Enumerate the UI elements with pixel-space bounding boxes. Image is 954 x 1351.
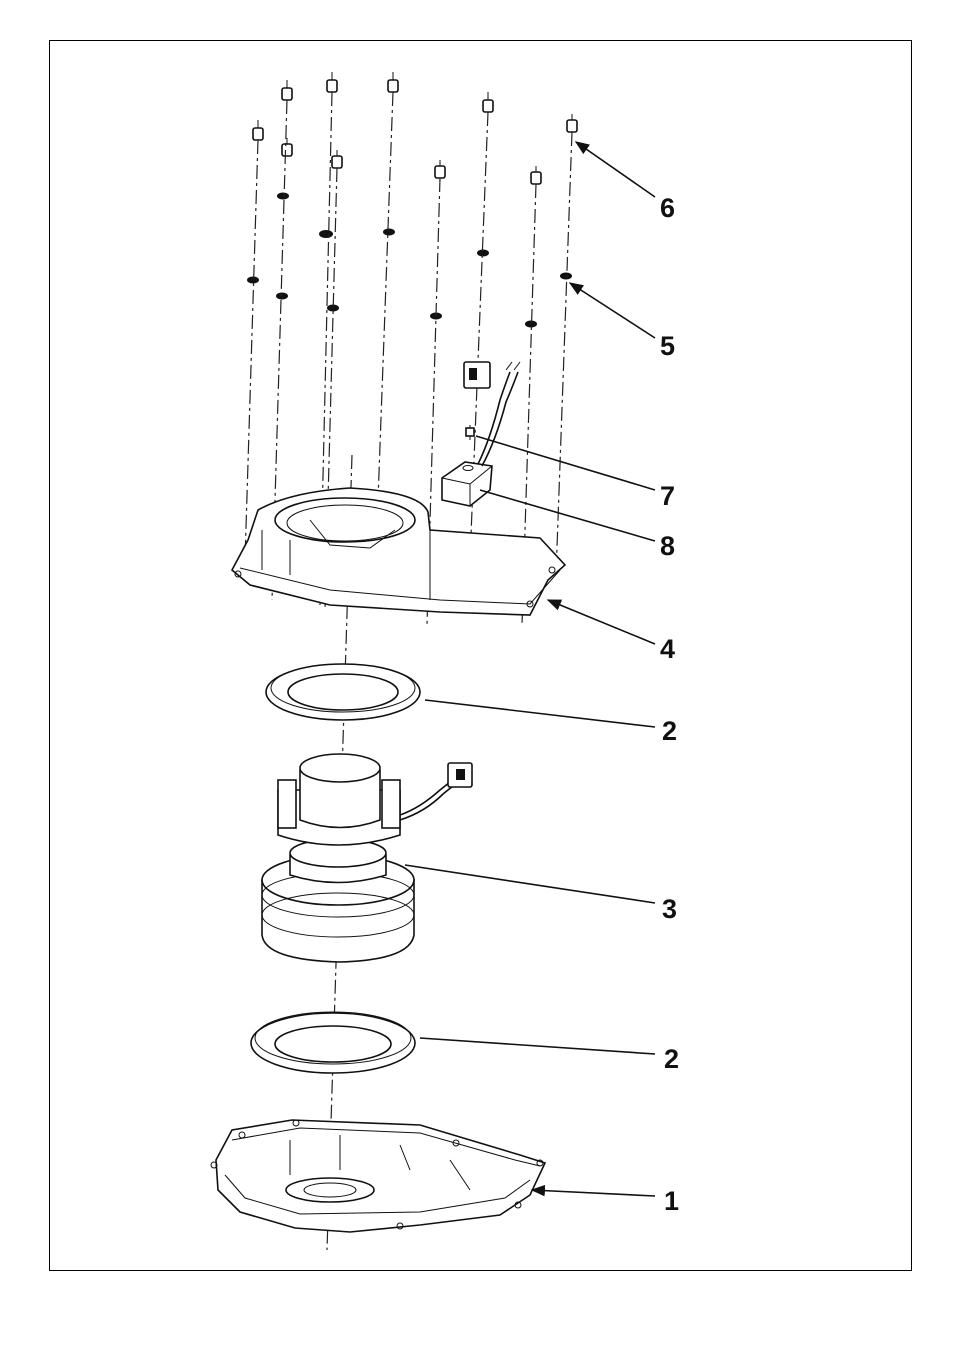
washer-set: [247, 193, 572, 328]
screw: [567, 114, 577, 132]
screw: [332, 150, 342, 168]
screw: [388, 72, 398, 92]
callout-5: 5: [660, 331, 675, 361]
control-module: [442, 362, 520, 506]
callout-8: 8: [660, 531, 675, 561]
screw: [282, 80, 292, 100]
gasket-lower: [251, 1012, 415, 1073]
base-housing: [211, 1120, 545, 1232]
screw-set: [253, 72, 577, 184]
module-screw: [466, 425, 474, 440]
callout-2a: 2: [662, 716, 677, 746]
screw: [483, 92, 493, 112]
callout-1: 1: [664, 1186, 679, 1216]
callout-6: 6: [660, 193, 675, 223]
callout-7: 7: [660, 481, 675, 511]
leader-lines: [405, 142, 655, 1196]
screw: [253, 120, 263, 140]
screw: [327, 72, 337, 92]
gasket-upper: [266, 664, 420, 720]
callout-4: 4: [660, 634, 675, 664]
callout-2b: 2: [664, 1044, 679, 1074]
motor: [262, 754, 472, 962]
screw: [282, 138, 292, 156]
screw: [435, 160, 445, 178]
screw: [531, 166, 541, 184]
upper-cover: [232, 488, 565, 615]
callout-3: 3: [662, 894, 677, 924]
